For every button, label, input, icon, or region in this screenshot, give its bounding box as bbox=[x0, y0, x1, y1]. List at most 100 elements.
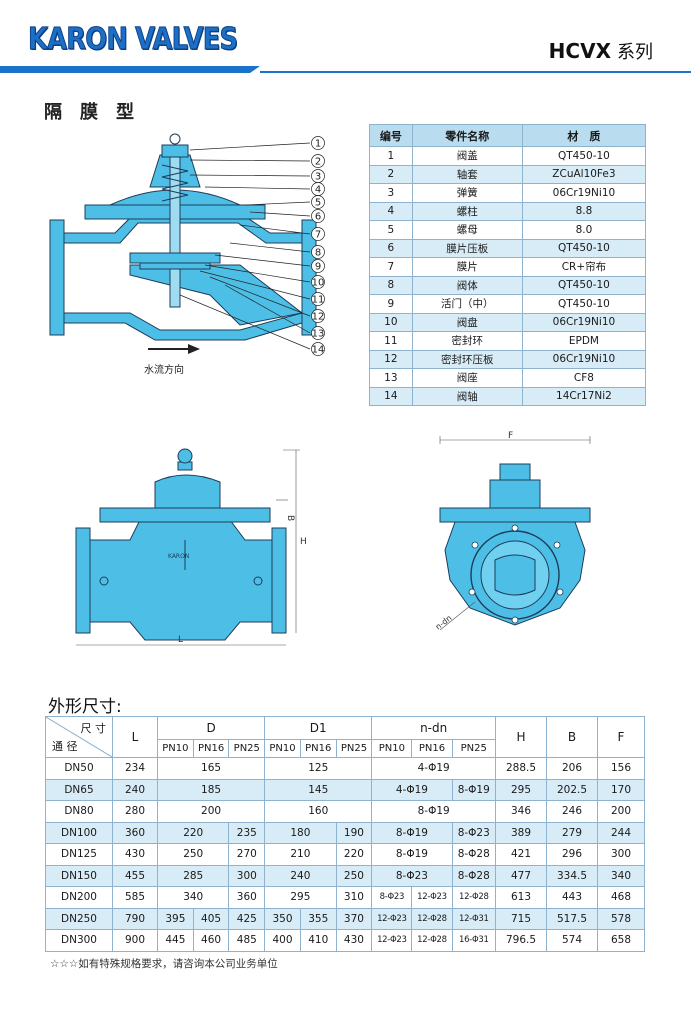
part-material: 8.0 bbox=[521, 220, 647, 240]
corner-header: 尺 寸 通 径 bbox=[45, 716, 113, 758]
series-code: HCVX bbox=[548, 39, 611, 63]
header-pn: PN10 bbox=[157, 739, 194, 758]
cell-ndn: 8-Φ19 bbox=[451, 778, 497, 801]
cell-h: 295 bbox=[495, 778, 547, 801]
cell-d1: 370 bbox=[335, 907, 373, 930]
part-name: 弹簧 bbox=[411, 183, 523, 203]
header-pn: PN16 bbox=[411, 739, 453, 758]
part-name: 膜片 bbox=[411, 257, 523, 277]
part-material: 06Cr19Ni10 bbox=[521, 183, 647, 203]
cell-d1: 160 bbox=[264, 800, 373, 823]
header-d1: D1 bbox=[264, 716, 373, 740]
callout-number: 10 bbox=[312, 278, 325, 289]
cell-d1: 250 bbox=[335, 864, 373, 887]
header-rule bbox=[260, 71, 691, 73]
dim-label-l: L bbox=[178, 635, 183, 645]
part-no: 7 bbox=[369, 257, 413, 277]
callout-circle bbox=[311, 154, 325, 168]
cell-f: 300 bbox=[597, 843, 645, 866]
cell-dn: DN65 bbox=[45, 778, 113, 801]
header-ndn: n-dn bbox=[371, 716, 496, 740]
side-view-drawing: F n-dn bbox=[434, 431, 591, 632]
cell-d1: 190 bbox=[335, 821, 373, 844]
section-title: 隔膜型 bbox=[44, 102, 152, 123]
cell-ndn: 8-Φ28 bbox=[451, 864, 497, 887]
header-pn: PN16 bbox=[192, 739, 230, 758]
callout-number: 7 bbox=[315, 230, 321, 241]
cell-l: 430 bbox=[112, 843, 158, 866]
cell-h: 613 bbox=[495, 886, 547, 909]
body-mark: KARON bbox=[168, 553, 189, 560]
cell-l: 900 bbox=[112, 929, 158, 952]
cell-b: 206 bbox=[546, 757, 598, 780]
cell-b: 246 bbox=[546, 800, 598, 823]
callout-number: 11 bbox=[312, 295, 325, 306]
part-name: 阀盘 bbox=[411, 312, 523, 332]
cell-l: 240 bbox=[112, 778, 158, 801]
cell-ndn: 12-Φ23 bbox=[371, 929, 413, 952]
cell-h: 346 bbox=[495, 800, 547, 823]
cell-d1: 220 bbox=[335, 843, 373, 866]
cell-d: 250 bbox=[156, 843, 230, 866]
part-no: 4 bbox=[369, 201, 413, 221]
callout-circle bbox=[311, 309, 325, 323]
part-no: 11 bbox=[369, 331, 413, 351]
part-no: 1 bbox=[369, 146, 413, 166]
cell-ndn: 12-Φ31 bbox=[451, 907, 497, 930]
part-material: CF8 bbox=[521, 368, 647, 388]
cell-h: 389 bbox=[495, 821, 547, 844]
cell-dn: DN150 bbox=[45, 864, 113, 887]
part-no: 6 bbox=[369, 238, 413, 258]
cell-d1: 350 bbox=[264, 907, 301, 930]
cell-d: 165 bbox=[156, 757, 266, 780]
part-material: QT450-10 bbox=[521, 275, 647, 295]
header-pn: PN25 bbox=[451, 739, 497, 758]
part-no: 5 bbox=[369, 220, 413, 240]
part-material: 06Cr19Ni10 bbox=[521, 349, 647, 369]
cell-d: 425 bbox=[228, 907, 266, 930]
callout-number: 1 bbox=[315, 139, 321, 150]
cell-d1: 145 bbox=[264, 778, 373, 801]
cell-d1: 400 bbox=[264, 929, 301, 952]
cell-b: 334.5 bbox=[546, 864, 598, 887]
callout-number: 4 bbox=[315, 185, 321, 196]
header-h: H bbox=[495, 716, 547, 758]
cell-f: 658 bbox=[597, 929, 645, 952]
part-material: 06Cr19Ni10 bbox=[521, 312, 647, 332]
corner-size-label: 尺 寸 bbox=[80, 722, 107, 735]
corner-dn-label: 通 径 bbox=[52, 740, 78, 753]
cell-ndn: 8-Φ19 bbox=[371, 843, 453, 866]
cell-ndn: 8-Φ23 bbox=[371, 886, 413, 909]
cell-ndn: 8-Φ23 bbox=[371, 864, 453, 887]
cell-b: 279 bbox=[546, 821, 598, 844]
parts-header-name: 零件名称 bbox=[411, 124, 523, 147]
cell-dn: DN125 bbox=[45, 843, 113, 866]
part-name: 轴套 bbox=[411, 164, 523, 184]
cell-h: 477 bbox=[495, 864, 547, 887]
part-no: 9 bbox=[369, 294, 413, 314]
cell-d: 460 bbox=[192, 929, 230, 952]
part-name: 螺柱 bbox=[411, 201, 523, 221]
part-name: 活门（中） bbox=[411, 294, 523, 314]
part-no: 12 bbox=[369, 349, 413, 369]
cell-ndn: 8-Φ23 bbox=[451, 821, 497, 844]
cell-d: 235 bbox=[228, 821, 266, 844]
cell-d: 360 bbox=[228, 886, 266, 909]
header-d: D bbox=[156, 716, 266, 740]
dim-label-b: B bbox=[285, 515, 295, 521]
cell-f: 156 bbox=[597, 757, 645, 780]
part-no: 13 bbox=[369, 368, 413, 388]
